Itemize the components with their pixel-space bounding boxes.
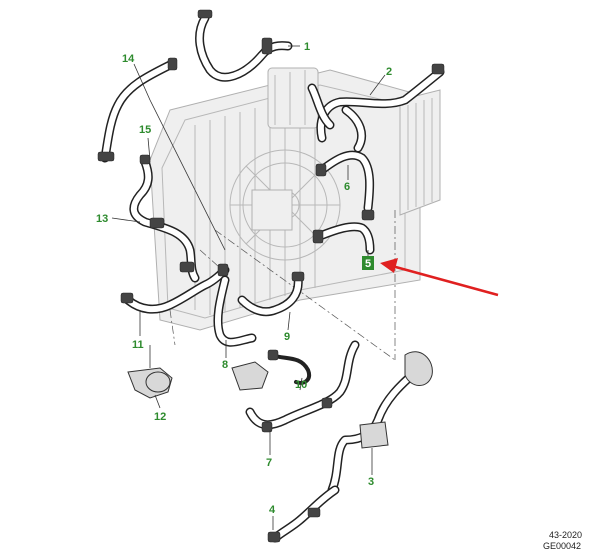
callout-11: 11 xyxy=(132,339,144,351)
hose-6 xyxy=(315,105,375,213)
callout-2: 2 xyxy=(386,66,392,78)
section-number: 43-2020 xyxy=(548,530,582,540)
callout-12: 12 xyxy=(154,411,166,423)
callout-8: 8 xyxy=(222,359,228,371)
hose-7 xyxy=(245,340,360,433)
radiator-assembly-outline xyxy=(149,67,441,331)
callout-13: 13 xyxy=(96,213,108,225)
callout-5: 5 xyxy=(365,258,371,270)
callout-10: 10 xyxy=(295,379,307,391)
hose-2 xyxy=(307,63,445,143)
centerlines xyxy=(169,210,396,361)
callout-4: 4 xyxy=(269,504,276,516)
callout-14: 14 xyxy=(122,53,135,65)
red-arrow-icon xyxy=(380,258,499,297)
diagram-footer: 43-2020 GE00042 xyxy=(543,530,582,552)
component-8-bracket xyxy=(231,361,269,391)
hose-11 xyxy=(120,263,230,314)
callout-5-box xyxy=(362,256,374,270)
hose-3 xyxy=(327,351,433,495)
callout-labels: 1 2 3 4 5 6 7 8 9 10 11 12 13 14 15 xyxy=(96,41,392,516)
hose-9 xyxy=(237,271,305,317)
component-12-bracket xyxy=(127,345,173,399)
callout-6: 6 xyxy=(344,181,350,193)
callout-7: 7 xyxy=(266,457,272,469)
hose-10 xyxy=(267,349,311,385)
hose-14 xyxy=(97,57,178,163)
hose-4 xyxy=(267,485,340,543)
hose-15-13 xyxy=(129,154,200,283)
hose-8 xyxy=(213,275,257,347)
callout-9: 9 xyxy=(284,331,290,343)
leader-lines xyxy=(111,45,386,530)
callout-15: 15 xyxy=(139,124,151,136)
callout-1: 1 xyxy=(304,41,310,53)
hose-5 xyxy=(312,209,375,255)
hose-1 xyxy=(195,9,293,82)
callout-3: 3 xyxy=(368,476,374,488)
figure-code: GE00042 xyxy=(542,541,581,551)
